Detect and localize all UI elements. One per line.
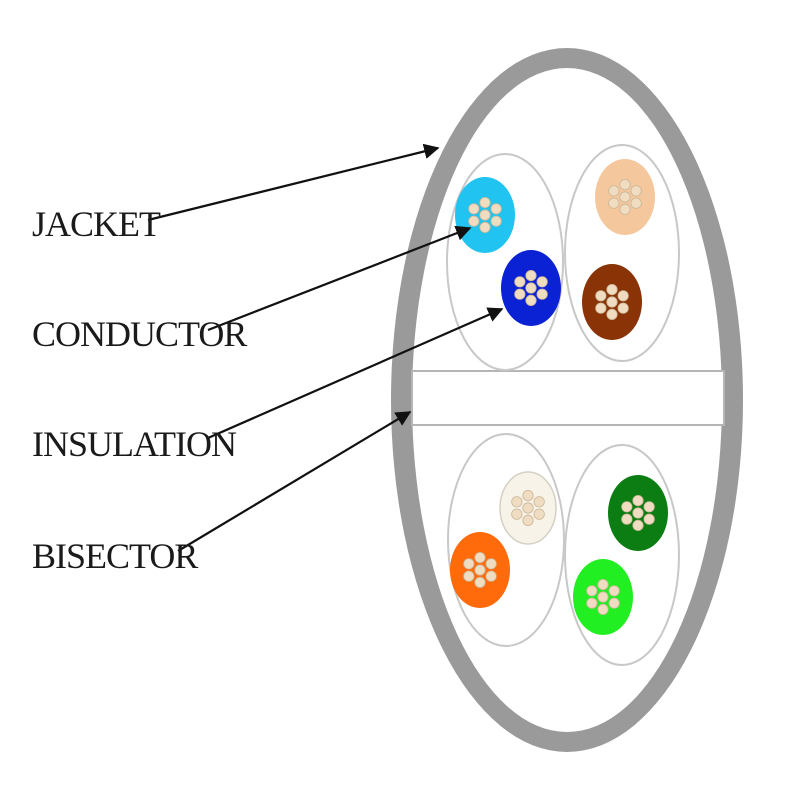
strand <box>525 282 537 294</box>
strand <box>474 576 486 589</box>
strand <box>606 308 618 320</box>
strand <box>490 215 502 227</box>
callout-arrows <box>147 143 504 552</box>
blue-wire-conductor <box>514 269 548 306</box>
strand <box>522 489 534 502</box>
strand <box>525 294 537 306</box>
orange-wire <box>450 532 510 608</box>
light-blue-wire-conductor <box>468 197 502 233</box>
brown-wire-conductor <box>595 283 629 320</box>
light-green-wire <box>573 559 633 635</box>
green-pair <box>564 444 680 666</box>
blue-wire <box>501 250 561 326</box>
brown-pair <box>564 144 680 362</box>
strand <box>632 494 644 507</box>
bisector-arrow <box>177 411 412 552</box>
strand <box>632 519 644 532</box>
strand <box>474 551 486 564</box>
strand <box>533 496 545 508</box>
strand <box>617 290 629 302</box>
strand <box>619 191 631 203</box>
strand <box>479 197 491 209</box>
strand <box>606 283 618 296</box>
light-green-wire-conductor <box>586 578 620 616</box>
conductor-label: CONDUCTOR <box>32 314 247 354</box>
white-wire <box>499 471 557 545</box>
strand <box>514 276 526 288</box>
insulation-arrow <box>207 307 504 440</box>
conductor-arrow <box>207 225 472 332</box>
strand <box>630 197 642 209</box>
strand <box>619 203 631 215</box>
blue-pair <box>446 153 564 371</box>
strand <box>468 215 480 227</box>
light-blue-wire <box>455 177 515 253</box>
strand <box>597 578 609 591</box>
strand <box>595 302 607 314</box>
strand <box>608 197 620 209</box>
strand <box>522 502 534 514</box>
jacket-arrow <box>147 143 440 222</box>
jacket-label: JACKET <box>32 204 161 244</box>
peach-wire <box>595 159 655 235</box>
strand <box>608 597 620 609</box>
strand <box>511 508 523 520</box>
orange-wire-conductor <box>463 551 497 589</box>
strand <box>525 269 537 282</box>
strand <box>490 203 502 215</box>
strand <box>479 209 491 221</box>
orange-pair <box>447 433 565 647</box>
bisector <box>411 370 725 426</box>
strand <box>522 514 534 527</box>
strand <box>606 296 618 308</box>
strand <box>463 558 475 570</box>
strand <box>621 501 633 513</box>
strand <box>608 185 620 197</box>
strand <box>463 570 475 582</box>
strand <box>617 302 629 314</box>
strand <box>621 513 633 525</box>
green-pair-outline <box>564 444 680 666</box>
strand <box>533 508 545 520</box>
strand <box>536 288 548 300</box>
dark-green-wire-conductor <box>621 494 655 532</box>
strand <box>474 564 486 576</box>
strand <box>485 558 497 570</box>
twisted-pairs <box>446 144 680 666</box>
strand <box>643 501 655 513</box>
strand <box>536 276 548 288</box>
strand <box>632 507 644 519</box>
strand <box>586 585 598 597</box>
strand <box>630 185 642 197</box>
strand <box>514 288 526 300</box>
strand <box>643 513 655 525</box>
strand <box>595 290 607 302</box>
strand <box>468 203 480 215</box>
strand <box>479 221 491 233</box>
white-wire-conductor <box>511 489 545 527</box>
strand <box>597 591 609 603</box>
insulation-label: INSULATION <box>32 424 237 464</box>
strand <box>608 585 620 597</box>
strand <box>586 597 598 609</box>
brown-wire <box>582 264 642 340</box>
strand <box>619 179 631 191</box>
peach-wire-conductor <box>608 179 642 215</box>
strand <box>485 570 497 582</box>
dark-green-wire <box>608 475 668 551</box>
strand <box>597 603 609 616</box>
bisector-label: BISECTOR <box>32 536 198 576</box>
strand <box>511 496 523 508</box>
